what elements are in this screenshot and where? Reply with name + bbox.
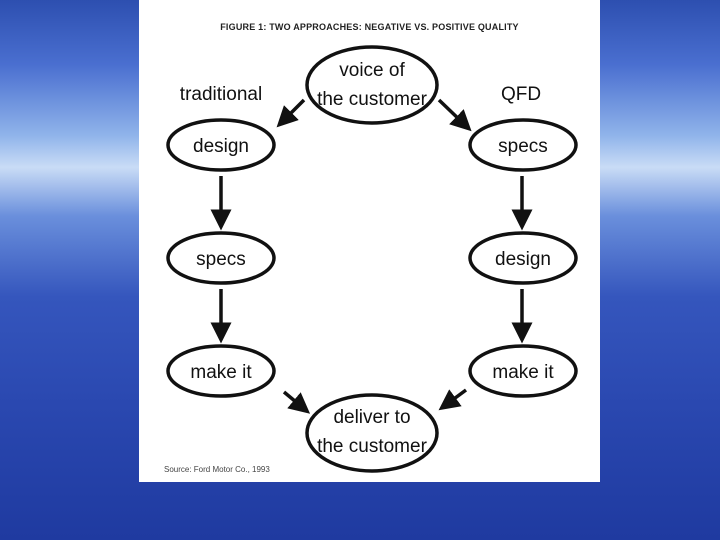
node-left-make-it: make it — [166, 344, 276, 398]
node-voice-line2: the customer — [317, 89, 427, 110]
figure-title: FIGURE 1: TWO APPROACHES: NEGATIVE VS. P… — [220, 22, 519, 32]
arrow-voice-to-left-design — [276, 98, 306, 128]
node-left-design: design — [166, 118, 276, 172]
node-right-design: design — [468, 231, 578, 285]
node-voice-line1: voice of — [339, 60, 405, 81]
qfd-heading: QFD — [501, 84, 541, 105]
node-left-make-it-label: make it — [190, 362, 252, 383]
source-note: Source: Ford Motor Co., 1993 — [164, 465, 270, 474]
node-left-specs-label: specs — [196, 249, 246, 270]
traditional-heading: traditional — [180, 84, 262, 105]
node-left-specs: specs — [166, 231, 276, 285]
node-right-make-it-label: make it — [492, 362, 554, 383]
node-deliver-to-customer: deliver to the customer — [305, 393, 439, 473]
node-right-design-label: design — [495, 249, 551, 270]
arrow-left-make-to-deliver — [282, 390, 311, 414]
arrow-voice-to-right-specs — [437, 98, 472, 132]
node-voice-of-customer: voice of the customer — [305, 45, 439, 125]
figure-card: FIGURE 1: TWO APPROACHES: NEGATIVE VS. P… — [139, 0, 600, 482]
flow-diagram: traditional QFD voice of the customer de… — [166, 45, 578, 473]
node-right-make-it: make it — [468, 344, 578, 398]
node-left-design-label: design — [193, 136, 249, 157]
node-right-specs-label: specs — [498, 136, 548, 157]
node-deliver-line2: the customer — [317, 436, 427, 457]
node-deliver-line1: deliver to — [333, 407, 410, 428]
arrow-right-make-to-deliver — [438, 388, 468, 411]
node-right-specs: specs — [468, 118, 578, 172]
